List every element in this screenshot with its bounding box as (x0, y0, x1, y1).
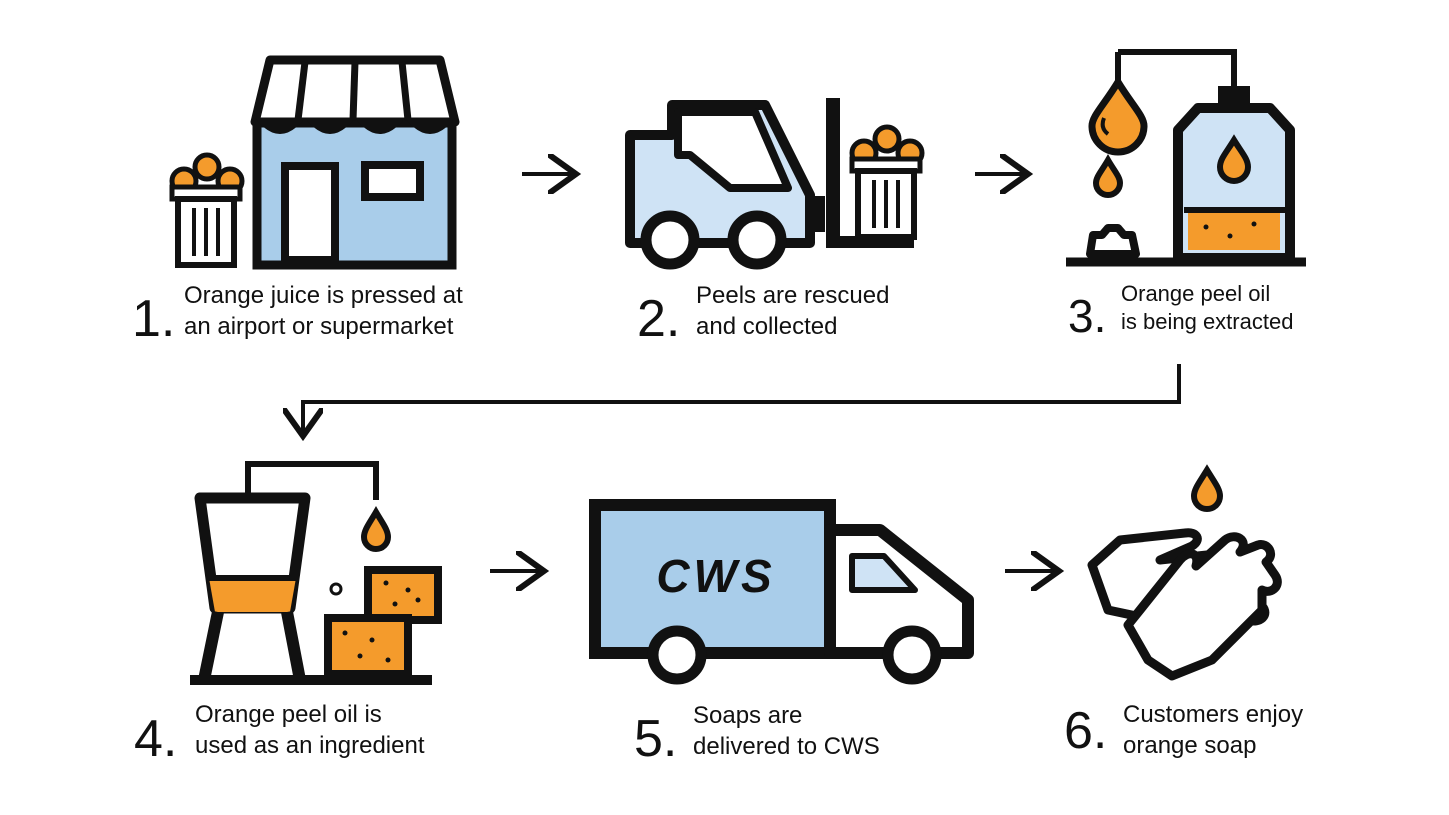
step-caption: Orange peel oil is used as an ingredient (195, 699, 425, 761)
washing-hands-icon (1087, 528, 1282, 681)
step-caption: Orange peel oil is being extracted (1121, 280, 1293, 336)
step-caption-line: Soaps are (693, 702, 803, 729)
mixer-icon (190, 461, 432, 685)
step-number: 4. (134, 710, 178, 768)
step-caption-line: orange soap (1123, 732, 1257, 759)
truck-label: CWS (656, 550, 775, 602)
step-caption-line: an airport or supermarket (184, 313, 454, 340)
delivery-truck-icon: CWS (589, 499, 974, 685)
forklift-icon (625, 98, 914, 270)
step-caption: Soaps are delivered to CWS (693, 700, 880, 762)
step-number: 5. (634, 710, 678, 768)
soap-drop-icon (1190, 464, 1224, 512)
step-caption: Customers enjoy orange soap (1123, 699, 1303, 761)
step-caption-line: and collected (696, 313, 838, 340)
step-caption-line: Peels are rescued (696, 282, 890, 309)
step-caption-line: Orange juice is pressed at (184, 282, 463, 309)
step-caption-line: delivered to CWS (693, 733, 880, 760)
step-caption-line: is being extracted (1121, 309, 1294, 334)
shop-icon (250, 55, 460, 270)
step-caption-line: Orange peel oil is (195, 701, 382, 728)
step-number: 3. (1068, 290, 1107, 342)
oil-bottle-icon (1118, 49, 1295, 263)
step-number: 2. (637, 290, 681, 348)
soap-bars-icon (324, 566, 442, 678)
step-caption: Peels are rescued and collected (696, 280, 889, 342)
step-number: 1. (132, 290, 176, 348)
orange-bin-icon (849, 124, 925, 240)
step-caption-line: Orange peel oil (1121, 281, 1271, 306)
orange-bin-icon (169, 152, 245, 268)
step-caption-line: Customers enjoy (1123, 701, 1304, 728)
step-caption: Orange juice is pressed at an airport or… (184, 280, 463, 342)
flow-arrow-3-4 (303, 364, 1181, 432)
step-number: 6. (1064, 702, 1108, 760)
step-caption-line: used as an ingredient (195, 732, 425, 759)
